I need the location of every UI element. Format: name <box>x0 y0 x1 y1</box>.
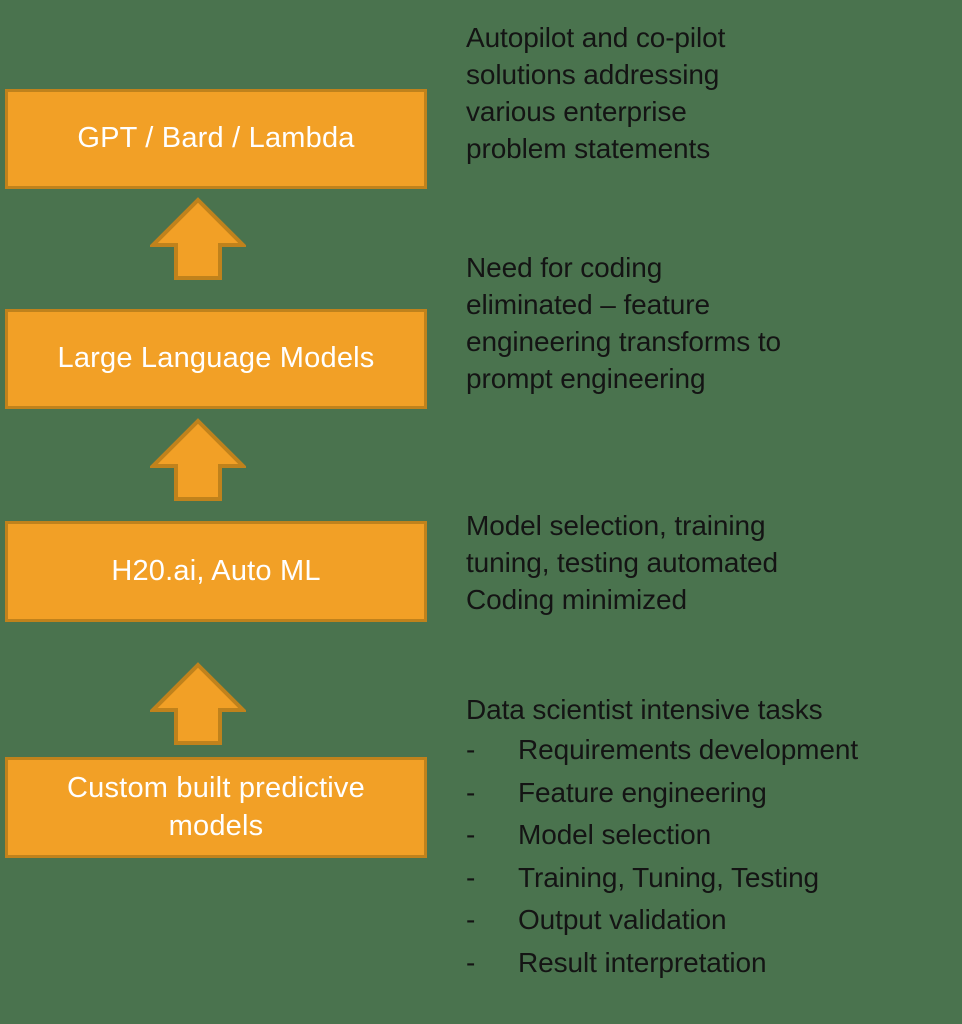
stack-box-level-2-label: Large Language Models <box>57 342 375 375</box>
arrow-up-icon-2 <box>150 418 246 502</box>
stack-box-level-2[interactable]: Large Language Models <box>5 309 427 409</box>
note-level-1: Autopilot and co-pilot solutions address… <box>466 20 948 168</box>
task-list-item: - Output validation <box>466 899 948 942</box>
note-level-4-line-1: Data scientist intensive tasks <box>466 694 823 725</box>
task-list-item: - Requirements development <box>466 729 948 772</box>
task-list-item: - Result interpretation <box>466 942 948 985</box>
bullet-dash: - <box>466 733 476 765</box>
note-level-3-line-1: Model selection, training <box>466 510 766 541</box>
note-level-1-line-1: Autopilot and co-pilot <box>466 22 726 53</box>
note-level-1-line-3: various enterprise <box>466 95 687 127</box>
task-list-item-label: Feature engineering <box>518 776 767 808</box>
bullet-dash: - <box>466 819 476 851</box>
bullet-dash: - <box>466 946 476 978</box>
stack-box-level-1-label: GPT / Bard / Lambda <box>77 122 355 155</box>
task-list-item-label: Training, Tuning, Testing <box>518 861 820 893</box>
note-level-1-line-2: solutions addressing <box>466 58 720 90</box>
stack-box-level-1[interactable]: GPT / Bard / Lambda <box>5 89 427 189</box>
note-level-3-line-2: tuning, testing automated <box>466 546 778 578</box>
stack-box-level-4-label: Custom built predictive models <box>67 772 365 842</box>
stack-box-level-3-label: H20.ai, Auto ML <box>111 554 321 587</box>
bullet-dash: - <box>466 904 476 936</box>
note-level-2: Need for coding eliminated – feature eng… <box>466 250 948 398</box>
task-list-item-label: Result interpretation <box>518 946 767 978</box>
arrow-up-icon-3 <box>150 662 246 746</box>
note-level-4: Data scientist intensive tasks - Require… <box>466 692 948 984</box>
task-list-item: - Training, Tuning, Testing <box>466 857 948 900</box>
note-level-1-line-4: problem statements <box>466 132 711 164</box>
task-list: - Requirements development - Feature eng… <box>466 729 948 984</box>
bullet-dash: - <box>466 861 476 893</box>
arrow-up-icon-1 <box>150 197 246 281</box>
task-list-item-label: Output validation <box>518 904 727 936</box>
task-list-item-label: Requirements development <box>518 733 859 765</box>
note-level-2-line-1: Need for coding <box>466 252 663 283</box>
note-level-2-line-3: engineering transforms to <box>466 325 782 357</box>
bullet-dash: - <box>466 776 476 808</box>
task-list-item-label: Model selection <box>518 819 712 851</box>
stack-box-level-3[interactable]: H20.ai, Auto ML <box>5 521 427 622</box>
note-level-2-line-2: eliminated – feature <box>466 288 710 320</box>
task-list-item: - Model selection <box>466 814 948 857</box>
task-list-item: - Feature engineering <box>466 772 948 815</box>
stack-box-level-4[interactable]: Custom built predictive models <box>5 757 427 858</box>
note-level-2-line-4: prompt engineering <box>466 362 706 394</box>
note-level-3: Model selection, training tuning, testin… <box>466 508 948 619</box>
note-level-3-line-3: Coding minimized <box>466 583 687 615</box>
